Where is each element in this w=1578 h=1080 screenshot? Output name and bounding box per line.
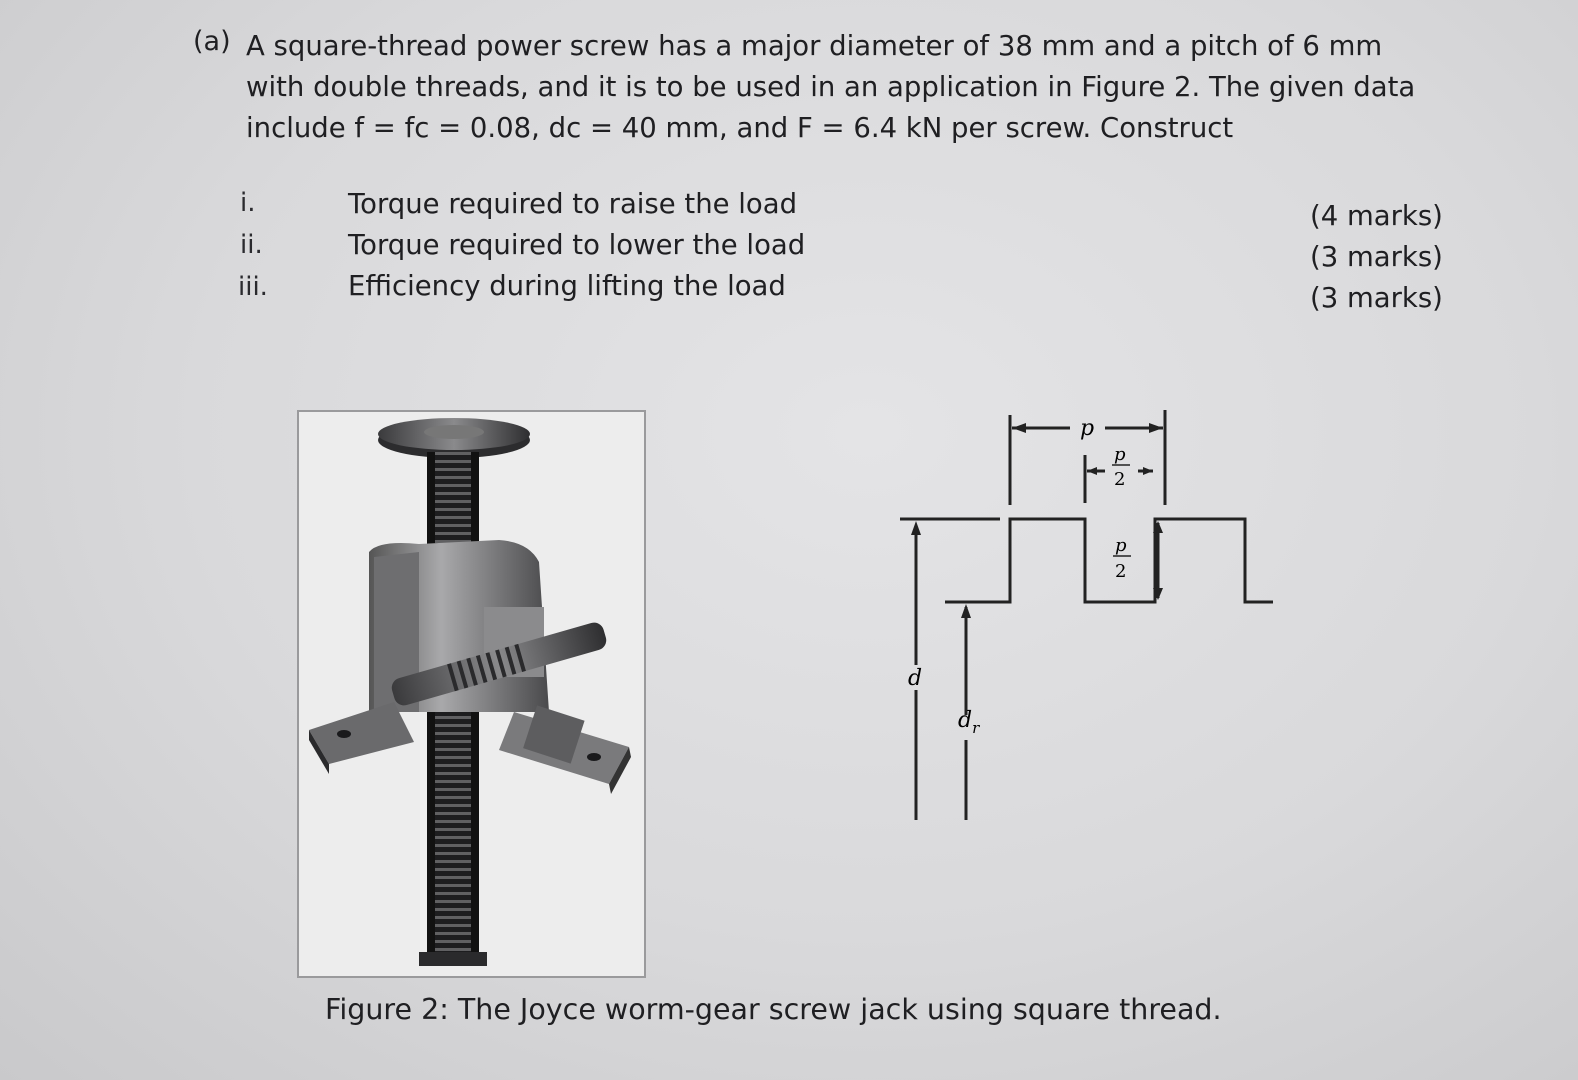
question-line: include f = fc = 0.08, dc = 40 mm, and F… [246, 112, 1234, 144]
question-text: A square-thread power screw has a major … [246, 26, 1486, 149]
question-line: A square-thread power screw has a major … [246, 30, 1383, 62]
task-text: Torque required to raise the load [348, 188, 798, 220]
task-text: Torque required to lower the load [348, 229, 806, 261]
task-number: iii. [238, 272, 268, 302]
half-pitch-top-den: 2 [1114, 469, 1125, 490]
task-number: ii. [240, 230, 263, 260]
screw-jack-photo [297, 410, 646, 978]
half-pitch-depth-den: 2 [1115, 561, 1126, 582]
figure-caption: Figure 2: The Joyce worm-gear screw jack… [325, 993, 1222, 1026]
marks-label: (4 marks) [1310, 200, 1443, 232]
marks-label: (3 marks) [1310, 241, 1443, 273]
task-number: i. [240, 188, 256, 218]
task-text: Efficiency during lifting the load [348, 270, 786, 302]
minor-diameter-subscript: r [972, 719, 980, 737]
square-thread-diagram: p p 2 p 2 d dr [890, 395, 1290, 839]
marks-label: (3 marks) [1310, 282, 1443, 314]
minor-diameter-label: dr [958, 708, 980, 737]
major-diameter-label: d [908, 666, 922, 691]
question-label: (a) [193, 26, 231, 57]
half-pitch-top-num: p [1114, 444, 1126, 465]
pitch-label: p [1080, 416, 1094, 441]
half-pitch-depth-num: p [1115, 535, 1127, 556]
minor-diameter-symbol: d [958, 708, 972, 733]
question-line: with double threads, and it is to be use… [246, 71, 1416, 103]
